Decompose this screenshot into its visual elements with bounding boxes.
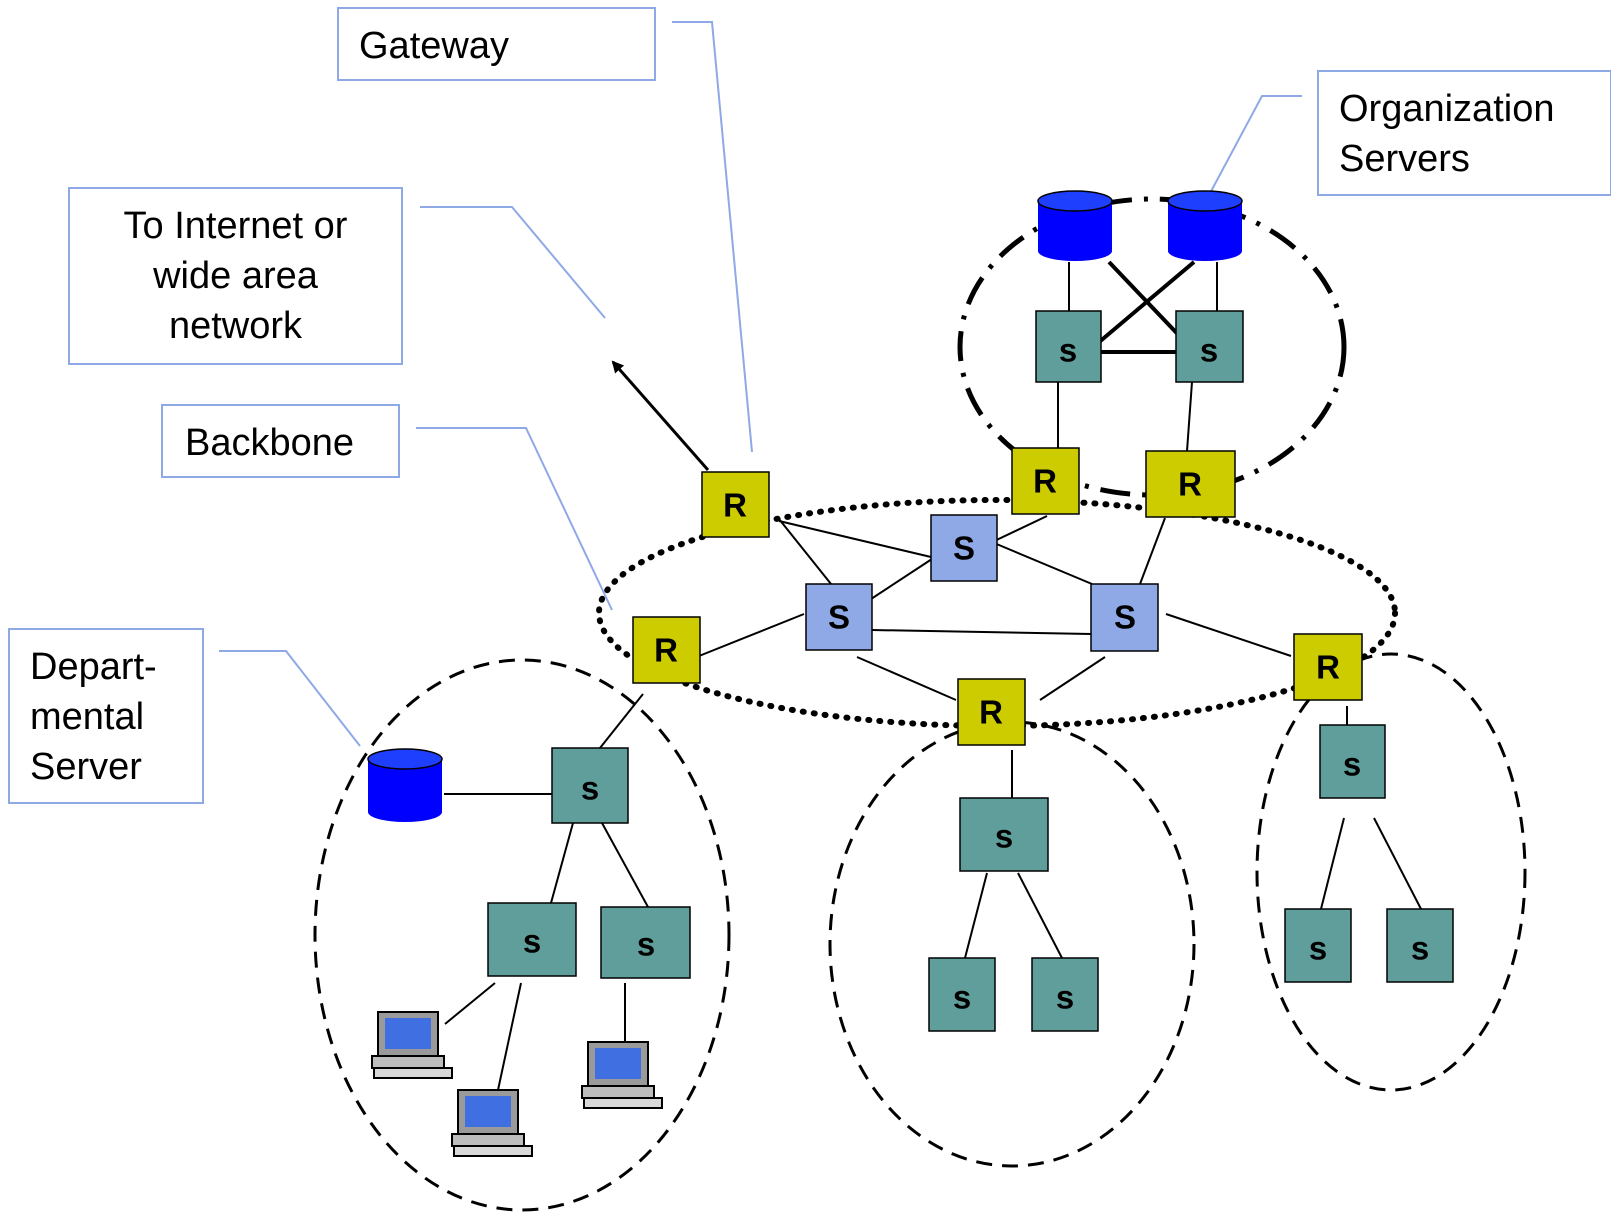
regions — [313, 196, 1527, 1212]
backbone-label: Backbone — [185, 422, 355, 464]
switch-icon[interactable]: s — [959, 797, 1049, 872]
internet-callout: To Internet or wide area network — [68, 187, 403, 365]
backbone-switch-label: S — [1114, 599, 1136, 636]
router-icon[interactable]: R — [632, 616, 701, 684]
database-server-icon[interactable] — [1167, 190, 1243, 261]
switch-icon[interactable]: s — [928, 957, 996, 1032]
switch-label: s — [637, 926, 655, 963]
internet-label-line-1: To Internet or — [123, 205, 348, 247]
switch-icon[interactable]: s — [1031, 957, 1099, 1032]
router-icon[interactable]: R — [1011, 447, 1080, 515]
switch-label: s — [523, 923, 541, 960]
switch-label: s — [1056, 979, 1074, 1016]
workstation-computer-icon[interactable] — [581, 1041, 663, 1109]
router-label: R — [654, 632, 678, 669]
departmental-leader — [219, 650, 361, 747]
internet-label-line-3: network — [168, 305, 303, 347]
internet-leader — [420, 206, 606, 319]
database-server-icon[interactable] — [1037, 190, 1113, 261]
callout-leaders — [219, 21, 1302, 747]
organization-region — [957, 196, 1347, 498]
switch-icon[interactable]: s — [600, 906, 691, 979]
router-label: R — [1178, 466, 1202, 503]
router-label: R — [1033, 463, 1057, 500]
router-label: R — [979, 694, 1003, 731]
backbone-switch-label: S — [953, 530, 975, 567]
organization-label-line-1: Organization — [1339, 88, 1555, 130]
switch-icon[interactable]: s — [1035, 310, 1102, 383]
switch-icon[interactable]: s — [1175, 310, 1244, 383]
organization-servers-callout: Organization Servers — [1317, 70, 1611, 196]
workstation-computer-icon[interactable] — [371, 1011, 453, 1079]
backbone-switch-label: S — [828, 599, 850, 636]
router-icon[interactable]: R — [701, 471, 770, 538]
department-region-left — [313, 658, 731, 1212]
backbone-switch-icon[interactable]: S — [930, 514, 998, 582]
router-label: R — [1316, 649, 1340, 686]
backbone-switch-icon[interactable]: S — [1090, 583, 1159, 652]
switch-label: s — [1309, 930, 1327, 967]
switch-icon[interactable]: s — [1386, 908, 1454, 983]
gateway-leader — [672, 21, 753, 453]
backbone-leader — [416, 427, 613, 611]
router-icon[interactable]: R — [1293, 633, 1363, 701]
organization-label-line-2: Servers — [1339, 138, 1470, 180]
departmental-server-callout: Depart- mental Server — [8, 628, 204, 804]
database-server-icon[interactable] — [367, 748, 443, 822]
router-label: R — [723, 487, 747, 524]
switch-label: s — [953, 979, 971, 1016]
backbone-switch-icon[interactable]: S — [805, 583, 873, 651]
internet-label-line-2: wide area — [153, 255, 318, 297]
switch-label: s — [1411, 930, 1429, 967]
switch-icon[interactable]: s — [1284, 908, 1352, 983]
router-icon[interactable]: R — [1145, 450, 1236, 518]
switch-icon[interactable]: s — [487, 902, 577, 977]
switch-label: s — [1059, 332, 1077, 369]
backbone-callout: Backbone — [161, 404, 400, 478]
department-region-right — [1255, 652, 1527, 1092]
switch-icon[interactable]: s — [551, 747, 629, 824]
departmental-label-line-2: mental — [30, 696, 145, 738]
gateway-callout: Gateway — [337, 7, 656, 81]
organization-leader — [1207, 95, 1302, 198]
departmental-label-line-3: Server — [30, 746, 142, 788]
switch-icon[interactable]: s — [1319, 724, 1386, 799]
switch-label: s — [1343, 746, 1361, 783]
switch-label: s — [581, 770, 599, 807]
switch-label: s — [1200, 332, 1218, 369]
departmental-label-line-1: Depart- — [30, 646, 157, 688]
router-icon[interactable]: R — [957, 678, 1026, 746]
gateway-label: Gateway — [359, 25, 509, 67]
internet-arrow — [611, 360, 710, 471]
workstation-computer-icon[interactable] — [451, 1089, 533, 1157]
department-region-middle — [828, 720, 1196, 1168]
switch-label: s — [995, 818, 1013, 855]
